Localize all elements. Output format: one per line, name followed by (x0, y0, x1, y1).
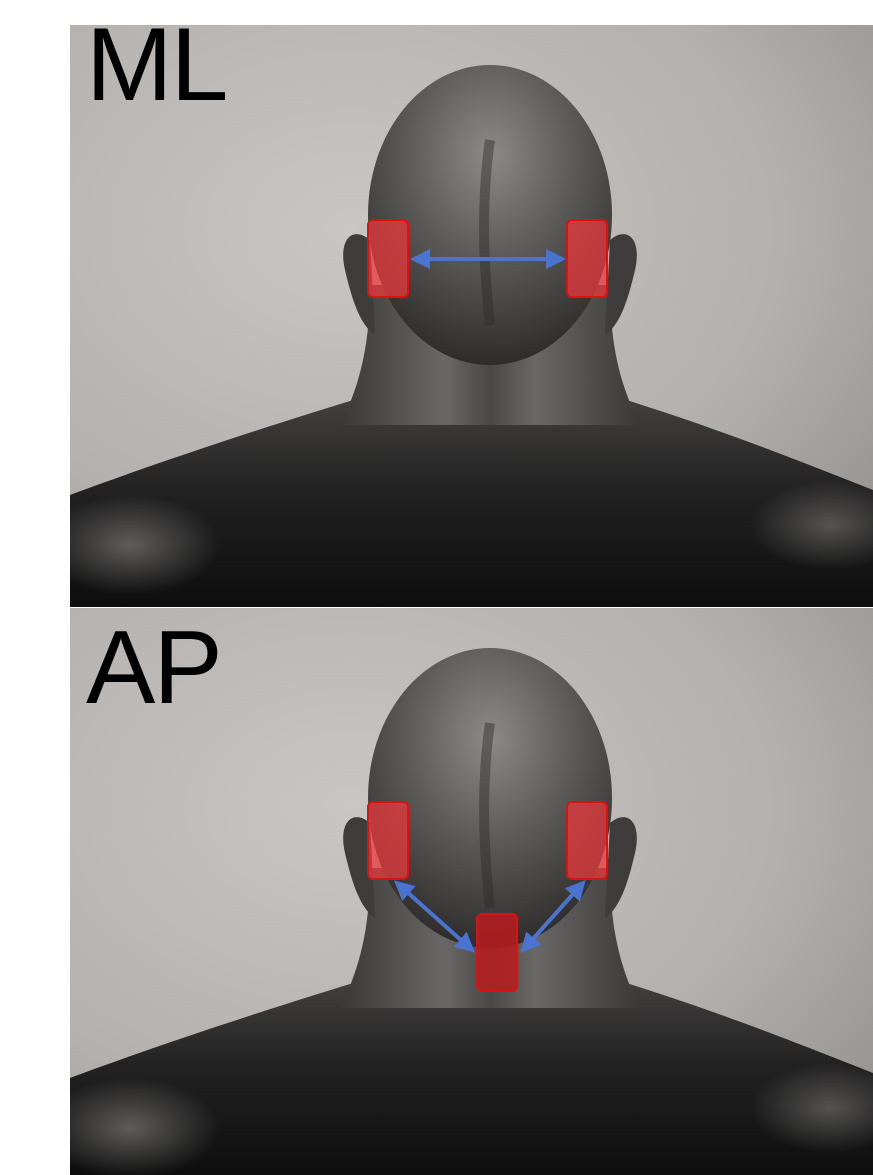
neck-electrode (477, 914, 517, 991)
left-mastoid-electrode (368, 802, 408, 879)
ap-electrode-overlay (70, 608, 873, 1175)
ml-panel: ML (70, 25, 873, 607)
ap-panel: AP (70, 608, 873, 1175)
ml-electrode-overlay (70, 25, 873, 607)
left-mastoid-electrode (368, 220, 408, 297)
right-mastoid-electrode (567, 802, 607, 879)
ap-left-double-headed-arrow-icon (397, 883, 472, 950)
right-mastoid-electrode (567, 220, 607, 297)
ap-right-double-headed-arrow-icon (523, 883, 583, 950)
